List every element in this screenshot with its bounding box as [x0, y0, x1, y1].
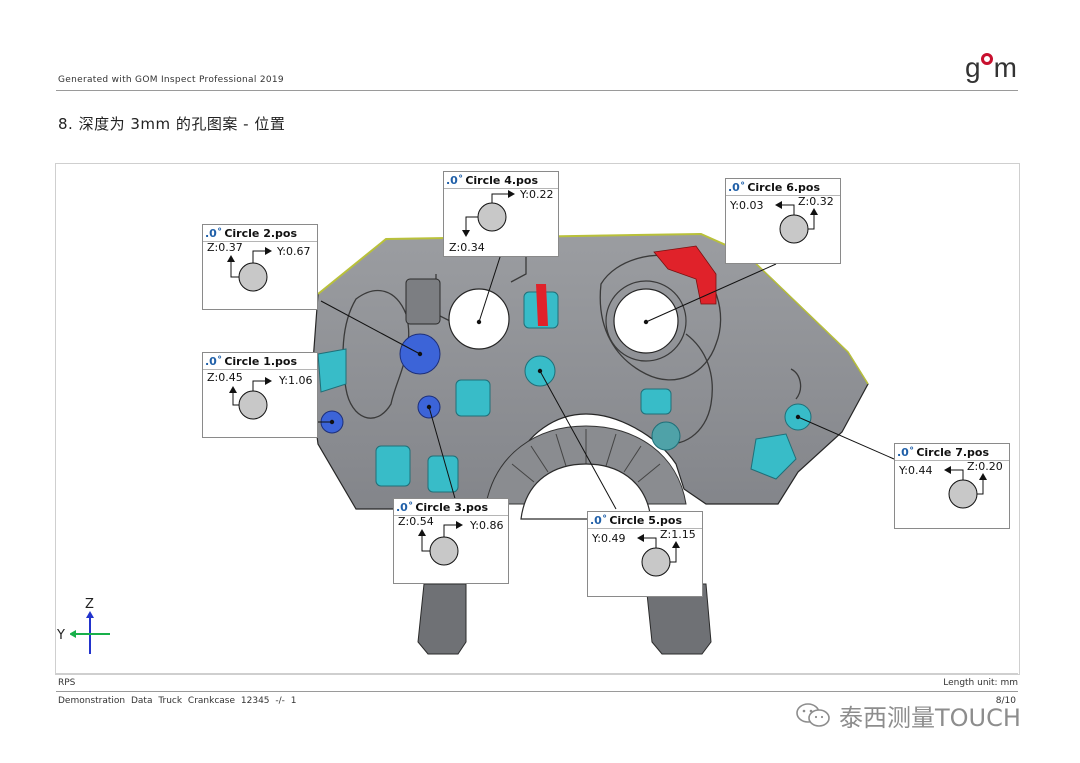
position-icon: .0˚ — [728, 181, 746, 194]
page-number: 8/10 — [995, 696, 1016, 706]
crankcase-part-render — [310, 232, 895, 655]
callout-rule — [203, 369, 317, 370]
callout-y-value: Y:0.03 — [730, 199, 764, 212]
callout-z-value: Z:0.32 — [798, 195, 834, 208]
callout-y-value: Y:1.06 — [279, 374, 313, 387]
position-icon: .0˚ — [446, 174, 464, 187]
position-glyph-icon — [418, 521, 463, 566]
rps-label: RPS — [58, 678, 76, 688]
position-icon: .0˚ — [396, 501, 414, 514]
callout-circle-5[interactable]: .0˚Circle 5.pos Z:1.15 Y:0.49 — [587, 511, 703, 597]
callout-title: .0˚Circle 6.pos — [728, 181, 821, 194]
callout-circle-6[interactable]: .0˚Circle 6.pos Z:0.32 Y:0.03 — [725, 178, 841, 264]
axis-triad-icon — [70, 611, 110, 654]
callout-z-value: Z:0.45 — [207, 371, 243, 384]
callout-z-value: Z:0.54 — [398, 515, 434, 528]
generated-with-text: Generated with GOM Inspect Professional … — [58, 75, 284, 85]
position-glyph-icon — [944, 466, 987, 509]
axis-y-label: Y — [57, 628, 65, 643]
position-icon: .0˚ — [897, 446, 915, 459]
position-icon: .0˚ — [205, 227, 223, 240]
watermark-text: 泰西测量TOUCH — [839, 703, 1021, 732]
position-icon: .0˚ — [590, 514, 608, 527]
callout-z-value: Z:1.15 — [660, 528, 696, 541]
callout-z-value: Z:0.20 — [967, 460, 1003, 473]
callout-title: .0˚Circle 1.pos — [205, 355, 298, 368]
callout-title: .0˚Circle 7.pos — [897, 446, 990, 459]
page-title: 8. 深度为 3mm 的孔图案 - 位置 — [58, 115, 286, 133]
callout-rule — [203, 241, 317, 242]
position-glyph-icon — [637, 534, 680, 577]
view-bottom-divider — [56, 673, 1018, 674]
callout-title: .0˚Circle 2.pos — [205, 227, 298, 240]
callout-z-value: Z:0.37 — [207, 241, 243, 254]
callout-circle-3[interactable]: .0˚Circle 3.pos Z:0.54 Y:0.86 — [393, 498, 509, 584]
callout-rule — [444, 188, 558, 189]
callout-y-value: Y:0.67 — [277, 245, 311, 258]
callout-y-value: Y:0.86 — [470, 519, 504, 532]
callout-circle-7[interactable]: .0˚Circle 7.pos Z:0.20 Y:0.44 — [894, 443, 1010, 529]
footer-divider — [56, 691, 1018, 692]
callout-rule — [588, 528, 702, 529]
watermark: 泰西测量TOUCH — [795, 700, 1021, 732]
position-glyph-icon — [227, 247, 272, 292]
callout-title: .0˚Circle 5.pos — [590, 514, 683, 527]
callout-z-value: Z:0.34 — [449, 241, 485, 254]
position-glyph-icon — [775, 201, 818, 244]
position-glyph-icon — [462, 190, 515, 237]
callout-circle-2[interactable]: .0˚Circle 2.pos Z:0.37 Y:0.67 — [202, 224, 318, 310]
wechat-icon — [796, 703, 830, 727]
position-glyph-icon — [229, 377, 272, 420]
callout-y-value: Y:0.22 — [520, 188, 554, 201]
callout-title: .0˚Circle 3.pos — [396, 501, 489, 514]
callout-circle-4[interactable]: .0˚Circle 4.pos Z:0.34 Y:0.22 — [443, 171, 559, 257]
callout-rule — [895, 460, 1009, 461]
position-icon: .0˚ — [205, 355, 223, 368]
callout-circle-1[interactable]: .0˚Circle 1.pos Z:0.45 Y:1.06 — [202, 352, 318, 438]
callout-title: .0˚Circle 4.pos — [446, 174, 539, 187]
footer-project-info: Demonstration Data Truck Crankcase 12345… — [58, 696, 297, 706]
length-unit-label: Length unit: mm — [943, 678, 1018, 688]
header-divider — [56, 90, 1018, 91]
callout-y-value: Y:0.44 — [899, 464, 933, 477]
callout-rule — [726, 195, 840, 196]
axis-z-label: Z — [85, 597, 94, 612]
callout-rule — [394, 515, 508, 516]
callout-y-value: Y:0.49 — [592, 532, 626, 545]
